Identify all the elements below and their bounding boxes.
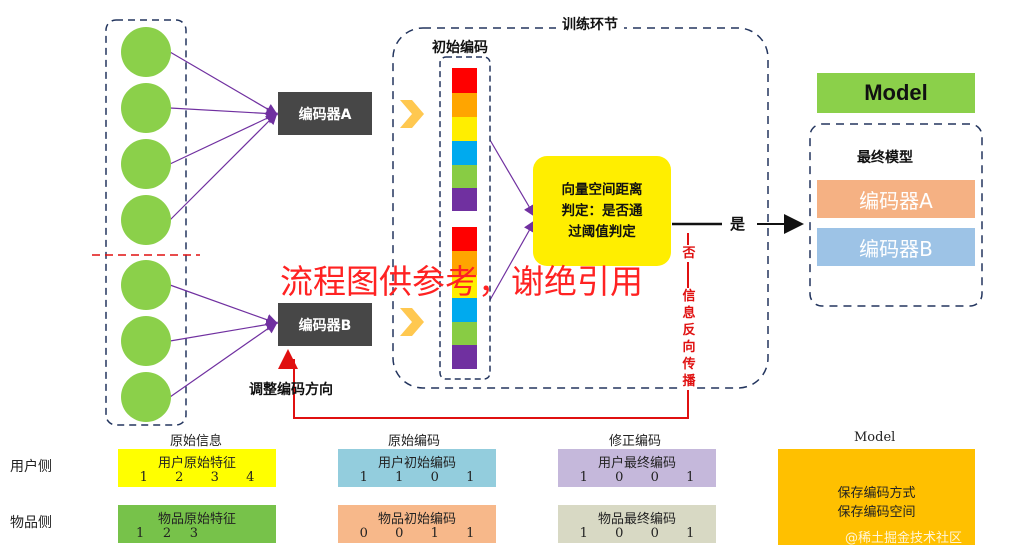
row-label-user: 用户侧 [10, 459, 52, 475]
decision-line: 判定：是否通 [561, 202, 643, 219]
model-title: Model [817, 73, 975, 113]
user-raw-features: 用户原始特征 1 2 3 4 [118, 449, 276, 487]
backprop-label: 信息反向传播 [681, 288, 697, 390]
col-header-model: Model [854, 430, 896, 445]
user-feature-node [121, 139, 171, 189]
cell-value: 1 [136, 526, 145, 541]
user-final-encoding: 用户最终编码 1 0 0 1 [558, 449, 716, 487]
cell-title: 用户初始编码 [377, 456, 456, 471]
user-feature-node [121, 195, 171, 245]
model-storage-line: 保存编码方式 [837, 486, 916, 501]
cell-value: 2 [162, 526, 172, 541]
col-header-corrected-encoding: 修正编码 [609, 434, 662, 449]
cell-value: 2 [175, 470, 184, 485]
item-final-encoding: 物品最终编码 1 0 0 1 [558, 505, 716, 543]
user-code-cell [452, 188, 477, 211]
credit-watermark: @稀土掘金技术社区 [845, 531, 963, 546]
cell-value: 1 [430, 526, 439, 541]
user-code-cell [452, 165, 477, 188]
model-storage-line: 保存编码空间 [837, 505, 916, 520]
flow-arrow-a [400, 100, 424, 128]
user-code-cell [452, 93, 477, 117]
cell-title: 物品初始编码 [377, 512, 456, 527]
item-code-cell [452, 298, 477, 322]
row-label-item: 物品侧 [10, 515, 52, 531]
encoder-b-box: 编码器B [278, 303, 372, 346]
item-raw-features: 物品原始特征 1 2 3 [118, 505, 276, 543]
no-label: 否 [681, 245, 697, 262]
item-code-cell [452, 275, 477, 298]
item-feature-node [121, 372, 171, 422]
item-feature-node [121, 260, 171, 310]
user-code-cell [452, 141, 477, 165]
item-code-cell [452, 322, 477, 345]
cell-value: 0 [430, 470, 439, 485]
decision-line: 向量空间距离 [561, 181, 643, 198]
final-encoder-a: 编码器A [817, 180, 975, 218]
col-header-raw-info: 原始信息 [170, 434, 223, 449]
cell-value: 1 [686, 526, 695, 541]
user-feature-node [121, 27, 171, 77]
cell-value: 0 [615, 470, 624, 485]
cell-value: 0 [395, 526, 404, 541]
cell-value: 4 [246, 470, 255, 485]
cell-value: 1 [466, 470, 475, 485]
model-storage-box: 保存编码方式 保存编码空间 [778, 449, 975, 545]
decision-line: 过阈值判定 [568, 223, 636, 240]
adjust-direction-label: 调整编码方向 [249, 382, 333, 398]
user-feature-node [121, 83, 171, 133]
cell-value: 1 [579, 470, 588, 485]
encoder-a-box: 编码器A [278, 92, 372, 135]
item-code-cell [452, 227, 477, 251]
item-initial-encoding: 物品初始编码 0 0 1 1 [338, 505, 496, 543]
cell-value: 3 [210, 470, 219, 485]
user-code-cell [452, 68, 477, 93]
cell-value: 0 [650, 470, 659, 485]
cell-title: 物品原始特征 [157, 512, 236, 527]
final-encoder-b: 编码器B [817, 228, 975, 266]
cell-value: 1 [579, 526, 588, 541]
cell-value: 0 [615, 526, 624, 541]
item-code-cell [452, 251, 477, 275]
cell-value: 0 [650, 526, 659, 541]
yes-label: 是 [730, 215, 746, 233]
cell-value: 1 [466, 526, 475, 541]
cell-title: 物品最终编码 [597, 512, 676, 527]
training-label: 训练环节 [556, 14, 624, 34]
cell-value: 1 [139, 470, 148, 485]
item-code-cell [452, 345, 477, 369]
initial-encoding-frame [439, 56, 491, 380]
col-header-raw-encoding: 原始编码 [388, 434, 441, 449]
cell-title: 用户最终编码 [597, 456, 676, 471]
cell-value: 1 [686, 470, 695, 485]
watermark-text: 流程图供参考，谢绝引用 [280, 262, 643, 301]
item-feature-node [121, 316, 171, 366]
flow-arrow-b [400, 308, 424, 336]
user-code-cell [452, 117, 477, 141]
cell-value: 0 [359, 526, 368, 541]
cell-value: 1 [359, 470, 368, 485]
cell-title: 用户原始特征 [157, 456, 236, 471]
final-model-frame [809, 123, 983, 307]
cell-value: 3 [189, 526, 198, 541]
user-initial-encoding: 用户初始编码 1 1 0 1 [338, 449, 496, 487]
final-model-label: 最终模型 [857, 150, 913, 166]
decision-box: 向量空间距离 判定：是否通 过阈值判定 [533, 156, 671, 266]
initial-encoding-label: 初始编码 [432, 40, 488, 56]
cell-value: 1 [395, 470, 404, 485]
input-group-frame [105, 19, 187, 426]
